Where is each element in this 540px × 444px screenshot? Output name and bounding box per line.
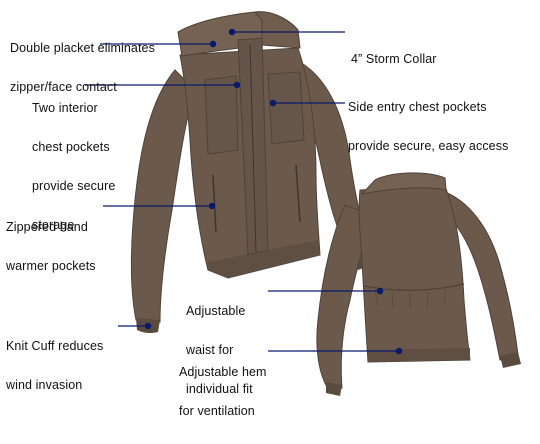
diagram-stage: Double placket eliminates zipper/face co… xyxy=(6,11,521,418)
callout-text: wind invasion xyxy=(6,378,83,392)
leader-lines xyxy=(85,28,403,355)
leader-hand-pockets xyxy=(103,202,216,210)
callout-text: provide secure, easy access xyxy=(348,139,509,153)
callout-text: zipper/face contact xyxy=(10,80,117,94)
callout-double-placket: Double placket eliminates zipper/face co… xyxy=(10,16,155,120)
leader-knit-cuff xyxy=(118,322,152,330)
callout-text: chest pockets xyxy=(32,140,110,154)
callout-text: Adjustable hem xyxy=(179,365,267,379)
callout-text: waist for xyxy=(186,343,234,357)
callout-storm-collar: 4” Storm Collar xyxy=(351,27,437,92)
callout-side-entry: Side entry chest pockets provide secure,… xyxy=(348,75,508,179)
callout-text: Double placket eliminates xyxy=(10,41,155,55)
callout-text: Two interior xyxy=(32,101,98,115)
callout-waist: Adjustable waist for individual fit xyxy=(186,279,253,422)
leader-hem xyxy=(268,347,403,355)
callout-knit-cuff: Knit Cuff reduces wind invasion xyxy=(6,314,103,418)
callout-text: individual fit xyxy=(186,382,253,396)
leader-side-entry xyxy=(269,99,345,107)
callout-text: Adjustable xyxy=(186,304,246,318)
callout-interior-pockets: Two interior chest pockets provide secur… xyxy=(32,76,115,258)
callout-hand-pockets: Zippered hand warmer pockets xyxy=(6,195,96,299)
leader-interior-pockets xyxy=(85,81,241,89)
leader-double-placket xyxy=(100,40,217,48)
leader-storm-collar xyxy=(228,28,345,36)
callout-text: 4” Storm Collar xyxy=(351,52,437,66)
callout-hem: Adjustable hem for ventilation xyxy=(179,340,267,444)
callout-text: warmer pockets xyxy=(6,259,96,273)
front-jacket xyxy=(130,11,380,334)
jacket-illustration xyxy=(85,11,521,396)
callout-text: Knit Cuff reduces xyxy=(6,339,104,353)
callout-text: for ventilation xyxy=(179,404,255,418)
callout-text: Side entry chest pockets xyxy=(348,100,487,114)
back-jacket xyxy=(316,172,521,396)
callout-text: storage xyxy=(32,218,75,232)
callout-text: Zippered hand xyxy=(6,220,88,234)
leader-waist xyxy=(268,287,384,295)
callout-text: provide secure xyxy=(32,179,116,193)
